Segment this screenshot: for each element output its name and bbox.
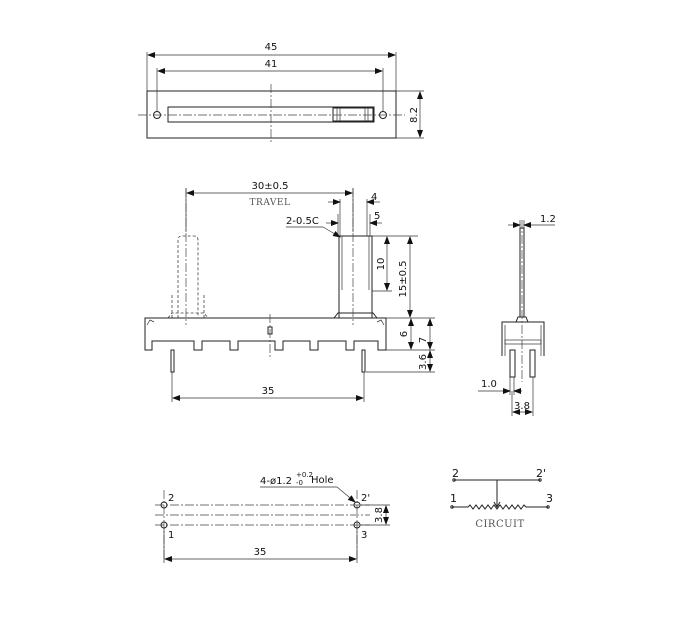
body-outline (144, 317, 387, 351)
svg-text:+0.2: +0.2 (296, 471, 313, 479)
lever-travel-start (177, 235, 199, 318)
front-view: 30±0.5 TRAVEL 4 5 2-0.5C 10 15±0.5 6 7 (144, 181, 435, 402)
dim-lever-tip: 10 (376, 258, 387, 271)
resistor (452, 504, 548, 510)
dim-pin-length: 3.6 (418, 354, 429, 370)
dim-pin-spacing: 35 (262, 386, 275, 397)
pin-label-2: 2 (168, 493, 174, 504)
knob-top (332, 107, 374, 122)
pin-label-1: 1 (168, 530, 174, 541)
side-view: 1.2 1.0 3.8 (478, 214, 556, 416)
circuit-pin-1: 1 (450, 492, 457, 505)
dim-travel: 30±0.5 (251, 181, 288, 192)
circuit-pin-2: 2 (452, 467, 459, 480)
top-body-outline (146, 90, 397, 139)
dim-overall-length: 45 (265, 42, 278, 53)
dim-body-inner: 6 (399, 331, 410, 337)
circuit-label: CIRCUIT (475, 519, 524, 530)
hole-2 (160, 501, 168, 509)
dim-body-height: 7 (418, 337, 429, 343)
dim-height: 8.2 (409, 107, 420, 123)
top-view: 45 41 8.2 (138, 42, 424, 144)
circuit-pin-2-prime: 2' (536, 467, 546, 480)
dim-lever-thickness: 1.2 (540, 214, 556, 225)
svg-text:-0: -0 (296, 479, 303, 487)
dim-lever-height: 15±0.5 (398, 260, 409, 297)
pin-right (361, 349, 366, 373)
pcb-layout: 2 2' 1 3 4-ø1.2 +0.2 -0 Hole 3.8 35 (155, 471, 390, 563)
dim-pin-width: 1.0 (481, 379, 497, 390)
circuit-diagram: 2 2' 1 3 CIRCUIT (450, 467, 553, 530)
lever (338, 235, 373, 318)
dim-lever-width-top: 4 (371, 192, 377, 203)
dim-pcb-pin-spacing: 35 (254, 547, 267, 558)
dim-pin-row-spacing: 3.8 (514, 401, 530, 412)
pin-label-2-prime: 2' (361, 493, 370, 504)
pin-label-3: 3 (361, 530, 367, 541)
svg-text:Hole: Hole (311, 475, 334, 486)
dim-hole-spacing: 41 (265, 59, 278, 70)
body-side (501, 321, 545, 356)
chamfer-note: 2-0.5C (286, 216, 319, 227)
travel-label: TRAVEL (250, 198, 291, 208)
hole-spec: 4-ø1.2 (260, 476, 292, 487)
circuit-pin-3: 3 (546, 492, 553, 505)
pin-left (170, 349, 175, 373)
dim-lever-width-bottom: 5 (374, 211, 380, 222)
dim-row-spacing: 3.8 (374, 507, 385, 523)
